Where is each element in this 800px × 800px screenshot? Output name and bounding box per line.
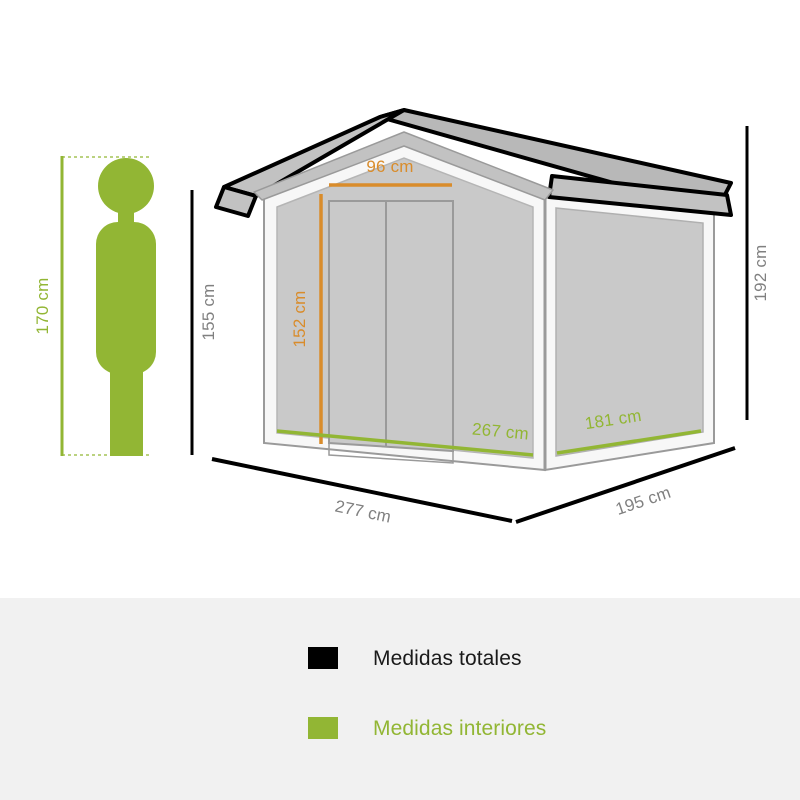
legend-label-interior: Medidas interiores — [373, 716, 547, 740]
shed-drawing: 170 cm 155 cm — [33, 108, 770, 527]
interior-depth-line — [556, 429, 702, 455]
sliding-doors[interactable] — [328, 200, 454, 464]
dimension-door-height: 152 cm — [290, 194, 323, 444]
legend-item-total: Medidas totales — [308, 647, 522, 669]
dimension-person-height: 170 cm — [33, 156, 150, 456]
legend-item-interior: Medidas interiores — [308, 717, 546, 739]
wall-height-label: 155 cm — [199, 284, 218, 341]
door-width-label: 96 cm — [366, 157, 413, 176]
drawing-area: 170 cm 155 cm — [33, 108, 770, 527]
interior-width-line — [276, 429, 534, 457]
dimension-ridge-height: 192 cm — [745, 126, 770, 420]
door-panel-group[interactable] — [328, 200, 454, 453]
interior-floor-lines — [276, 429, 702, 457]
legend-label-total: Medidas totales — [373, 646, 522, 670]
legend-swatch-interior — [308, 717, 338, 739]
side-wall-panel — [555, 207, 704, 457]
ridge-height-label: 192 cm — [751, 245, 770, 302]
human-scale-figure — [96, 158, 156, 456]
figure-legs — [110, 360, 143, 456]
legend-panel: Medidas totales Medidas interiores — [0, 598, 800, 800]
figure-torso — [96, 222, 156, 374]
total-depth-line — [515, 446, 736, 524]
legend-swatch-total — [308, 647, 338, 669]
dimension-wall-height: 155 cm — [190, 190, 218, 455]
dimension-door-width: 96 cm — [329, 157, 452, 187]
roof-gable-inner — [253, 131, 554, 201]
figure-neck — [118, 206, 134, 226]
footprint-dimension-lines — [211, 446, 736, 524]
person-height-label: 170 cm — [33, 278, 52, 335]
total-width-label: 277 cm — [333, 497, 393, 527]
total-width-line — [211, 457, 513, 523]
roof-eave-left — [214, 185, 258, 218]
door-height-label: 152 cm — [290, 291, 309, 348]
figure-head — [98, 158, 154, 214]
door-bottom-track — [328, 443, 454, 464]
